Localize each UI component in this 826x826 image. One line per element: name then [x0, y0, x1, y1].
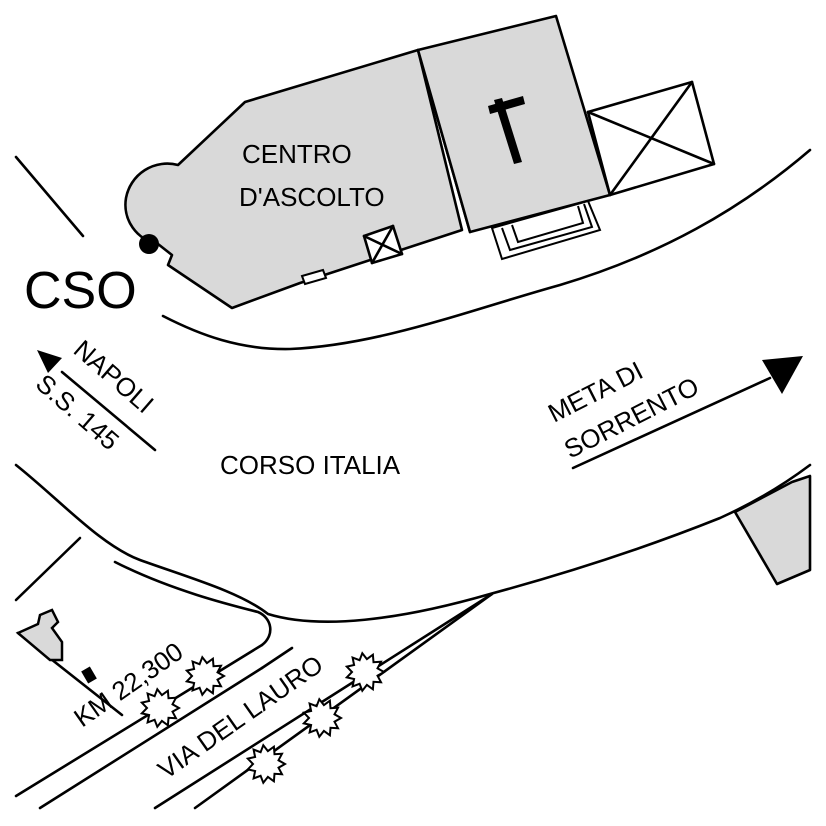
- km-post: [81, 666, 97, 684]
- km-road-edge-1: [14, 643, 264, 798]
- centro-ascolto-building[interactable]: [124, 48, 472, 310]
- tree-icon: [301, 697, 344, 739]
- tree-icon: [245, 743, 288, 785]
- building-east: [733, 474, 812, 586]
- small-door: [300, 268, 328, 286]
- via-del-lauro-label: VIA DEL LAURO: [152, 649, 328, 785]
- arrow-up-left-icon: [37, 350, 62, 373]
- corso-italia-label: CORSO ITALIA: [220, 450, 401, 480]
- road-edge: [14, 155, 85, 238]
- bell-tower-annex: [586, 80, 716, 197]
- road-join: [260, 646, 294, 670]
- side-lot-edge: [14, 536, 82, 602]
- location-dot-icon: [139, 234, 159, 254]
- roads: [14, 148, 812, 810]
- km-road-edge-2: [38, 666, 264, 810]
- via-lauro-edge-1: [153, 592, 494, 810]
- lot-curve: [113, 560, 272, 647]
- small-crossed-box: [362, 224, 404, 265]
- arrow-right-icon: [762, 356, 803, 394]
- centro-label-line1: CENTRO: [242, 139, 352, 169]
- corso-italia-north-edge: [161, 148, 812, 351]
- sorrento-arrow-shaft: [571, 376, 772, 470]
- small-house: [15, 608, 64, 662]
- marker-label: CSO: [24, 262, 137, 320]
- tree-icon: [184, 655, 227, 697]
- cross-icon: [488, 96, 525, 164]
- tree-icon: [344, 651, 387, 693]
- church-steps: [490, 199, 602, 261]
- napoli-arrow-shaft: [60, 370, 157, 452]
- via-lauro-edge-2: [193, 592, 494, 810]
- centro-label-line2: D'ASCOLTO: [239, 182, 385, 212]
- trees: [139, 651, 387, 785]
- centro-ascolto-footprint: [124, 48, 464, 310]
- tree-icon: [139, 687, 182, 729]
- direction-napoli: NAPOLI S.S. 145: [30, 334, 160, 456]
- corso-italia-south-edge: [14, 463, 812, 623]
- direction-sorrento: META DI SORRENTO: [543, 355, 803, 470]
